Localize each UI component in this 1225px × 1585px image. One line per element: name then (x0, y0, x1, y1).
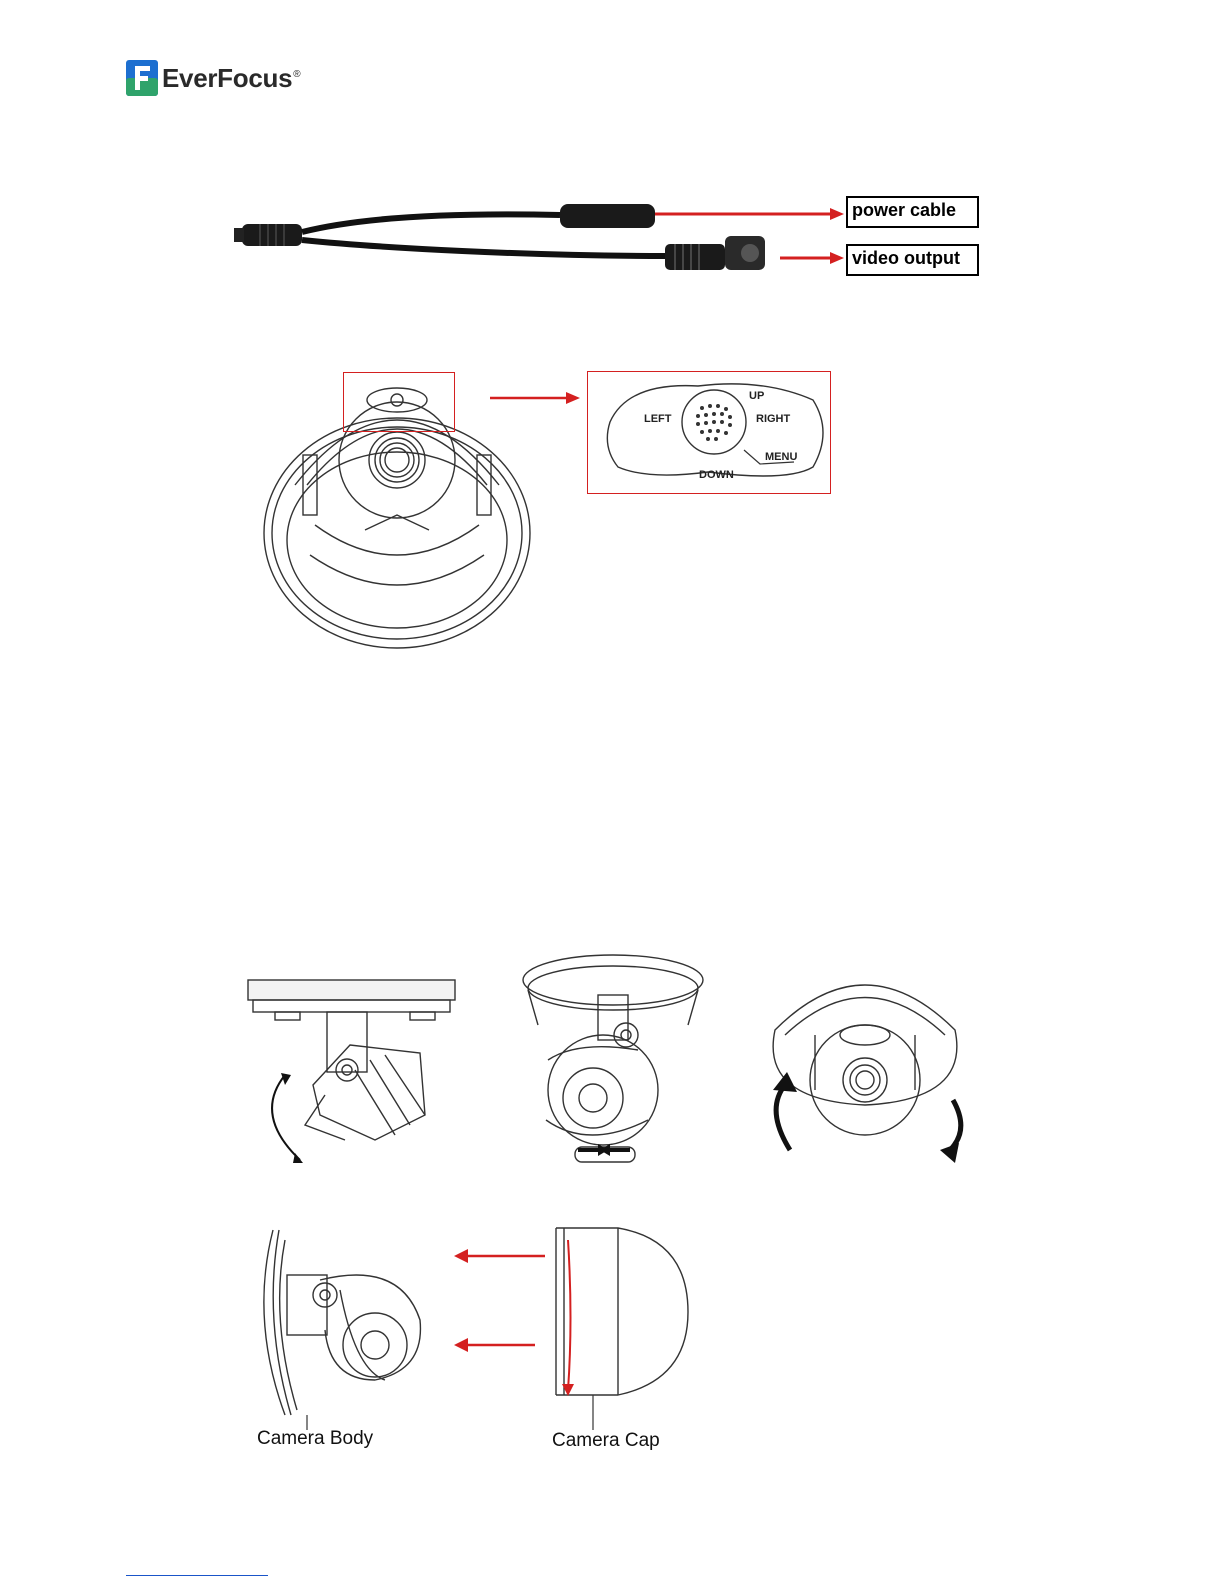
label-left: LEFT (644, 413, 672, 425)
label-up: UP (749, 390, 764, 402)
removal-arrows (450, 1240, 550, 1360)
power-cable-label: power cable (846, 196, 979, 228)
brand-name: EverFocus (162, 63, 292, 94)
power-cable-wire (302, 214, 560, 232)
rotate-adjustment-figure (755, 960, 975, 1170)
control-board-detail: UP LEFT RIGHT MENU DOWN (587, 371, 831, 494)
everfocus-logo-icon (126, 60, 158, 96)
footer-rule (126, 1575, 268, 1576)
label-menu: MENU (765, 451, 797, 463)
camera-body-label: Camera Body (257, 1428, 373, 1450)
video-cable-wire (302, 240, 665, 256)
tilt-adjustment-figure (245, 975, 460, 1165)
registered-mark: ® (293, 69, 300, 80)
pan-adjustment-figure (518, 950, 708, 1165)
main-connector (242, 224, 302, 246)
camera-body-figure (255, 1220, 440, 1430)
camera-cap-figure (548, 1220, 698, 1430)
camera-cap-label: Camera Cap (552, 1430, 660, 1452)
brand-logo: EverFocus ® (126, 60, 301, 96)
seal-line (568, 1240, 571, 1390)
video-output-label: video output (846, 244, 979, 276)
tilt-arrow (272, 1075, 300, 1160)
power-connector (560, 204, 655, 228)
label-down: DOWN (699, 469, 734, 481)
bnc-connector (665, 244, 725, 270)
rotate-left-arrow (776, 1085, 790, 1150)
label-right: RIGHT (756, 413, 790, 425)
control-board-highlight (343, 372, 455, 432)
rotate-right-arrow (950, 1100, 961, 1150)
zoom-arrow (488, 388, 583, 408)
